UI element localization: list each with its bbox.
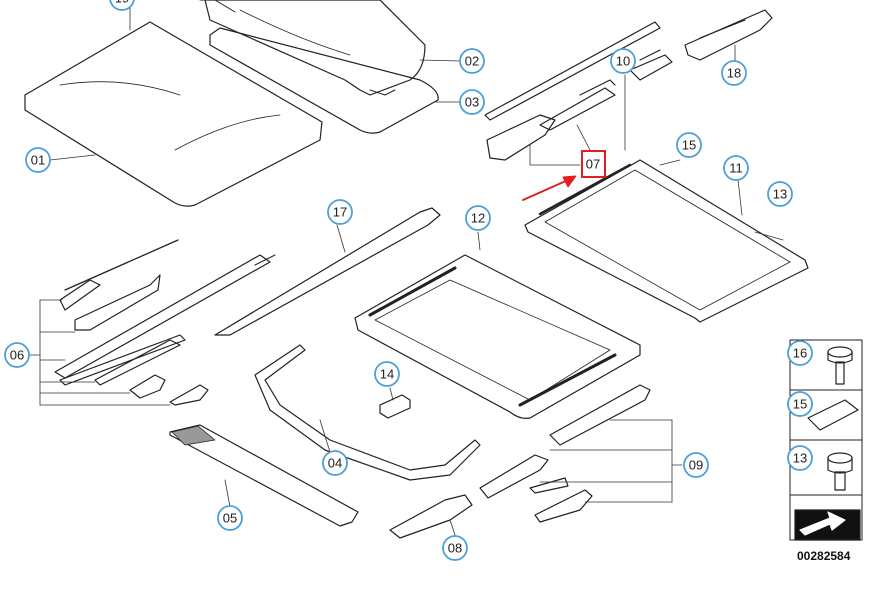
part-04-seal-loop: [254, 344, 481, 481]
callout-c12: 12: [465, 205, 491, 231]
callout-circle: [767, 181, 793, 207]
callout-c09: 09: [683, 452, 709, 478]
callout-label: 09: [689, 458, 703, 473]
callout-circle: [676, 132, 702, 158]
callout-circle: [322, 450, 348, 476]
callout-circle: [442, 535, 468, 561]
callout-c13: 13: [767, 181, 793, 207]
callout-label: 12: [471, 211, 485, 226]
part-09-guides: [479, 384, 651, 523]
callout-circle: [4, 342, 30, 368]
callout-c06: 06: [4, 342, 30, 368]
callout-p13: 13: [787, 445, 813, 471]
callout-c18: 18: [721, 60, 747, 86]
callout-circle: [25, 147, 51, 173]
callout-label: 18: [727, 66, 741, 81]
callout-c19: 19: [109, 0, 135, 11]
callout-label: 07: [586, 157, 600, 172]
part-19-panel-edge: [199, 0, 236, 13]
callout-p16: 16: [787, 340, 813, 366]
callout-label: 15: [793, 397, 807, 412]
callout-label: 19: [115, 0, 129, 6]
callout-c01: 01: [25, 147, 51, 173]
small-parts-panel: [789, 339, 863, 541]
callout-circle: [465, 205, 491, 231]
part-03-seal: [209, 27, 439, 134]
callout-circle: [787, 391, 813, 417]
callout-label: 06: [10, 348, 24, 363]
callout-07-highlight-box: [581, 150, 606, 178]
callout-circle: [109, 0, 135, 11]
callout-label: 16: [793, 346, 807, 361]
callout-label: 03: [465, 95, 479, 110]
callout-c15: 15: [676, 132, 702, 158]
callout-c02: 02: [459, 48, 485, 74]
part-05-deflector: [169, 424, 359, 527]
document-number: 00282584: [797, 549, 851, 563]
callout-label: 15: [682, 138, 696, 153]
callout-c07: 07: [586, 157, 600, 172]
callout-circle: [683, 452, 709, 478]
part-08-drive: [389, 494, 473, 539]
callout-label: 08: [448, 541, 462, 556]
callout-circle: [787, 340, 813, 366]
callout-circle: [459, 48, 485, 74]
leader-lines: [29, 7, 784, 536]
callout-label: 13: [773, 187, 787, 202]
part-12-frame: [354, 254, 641, 419]
callout-label: 04: [328, 456, 342, 471]
screw-icon: [827, 346, 853, 385]
callout-label: 10: [616, 54, 630, 69]
callout-c03: 03: [459, 89, 485, 115]
bolt-icon: [827, 452, 853, 491]
callout-label: 17: [333, 205, 347, 220]
callout-label: 05: [223, 511, 237, 526]
part-06-group: [54, 239, 271, 406]
callout-label: 13: [793, 451, 807, 466]
part-01-glass-panel: [24, 21, 323, 207]
callout-circle: [721, 60, 747, 86]
callout-c11: 11: [723, 155, 749, 181]
callout-c14: 14: [374, 361, 400, 387]
highlight-arrow: [522, 175, 577, 201]
orientation-arrow-icon: [794, 509, 861, 541]
callout-circle: [217, 505, 243, 531]
part-rail-top: [484, 21, 661, 121]
callout-c04: 04: [322, 450, 348, 476]
callout-circle: [327, 199, 353, 225]
callout-label: 01: [31, 153, 45, 168]
callout-label: 02: [465, 54, 479, 69]
callouts: 19 01 02 03 10 18 15 11 13 17 12 06 14 04 05 08 09 16 15 13…: [4, 0, 813, 561]
pad-icon: [807, 399, 859, 431]
part-10-brackets: [486, 49, 673, 161]
part-11-frame: [524, 159, 809, 323]
callout-label: 11: [729, 161, 743, 176]
callout-p15: 15: [787, 391, 813, 417]
callout-circle: [787, 445, 813, 471]
callout-c08: 08: [442, 535, 468, 561]
callout-circle: [374, 361, 400, 387]
callout-label: 14: [380, 367, 394, 382]
callout-c17: 17: [327, 199, 353, 225]
part-18-bracket: [684, 9, 773, 61]
part-14-clip: [379, 394, 411, 419]
callout-c05: 05: [217, 505, 243, 531]
callout-circle: [610, 48, 636, 74]
callout-circle: [723, 155, 749, 181]
part-02-glass-panel: [204, 0, 426, 96]
callout-c10: 10: [610, 48, 636, 74]
part-17-side-rail: [214, 207, 441, 336]
callout-circle: [459, 89, 485, 115]
